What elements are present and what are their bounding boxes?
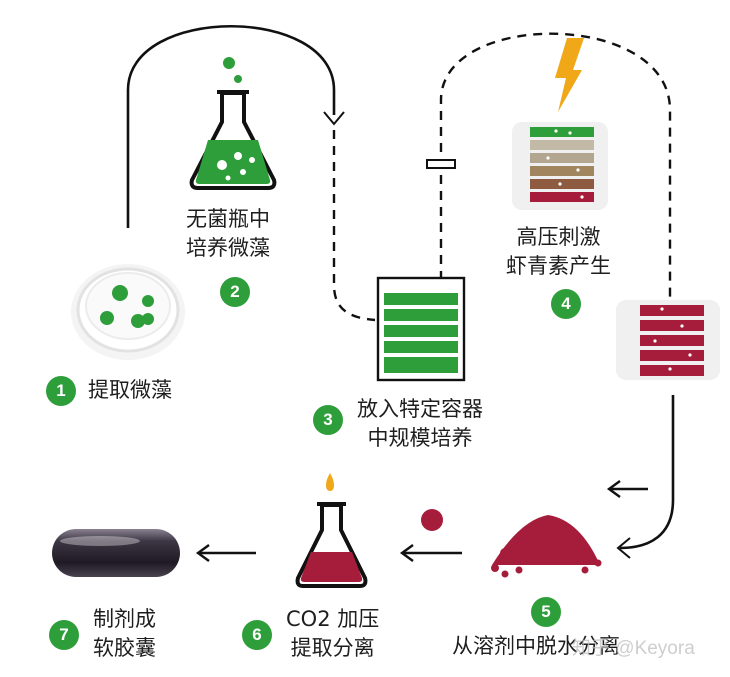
step-3-line2: 中规模培养 — [367, 426, 473, 450]
culture-container-icon — [376, 276, 466, 382]
step-7-badge: 7 — [49, 620, 79, 650]
arrow-left-icon — [606, 480, 648, 498]
watermark: 知乎 @Keyora — [572, 638, 695, 659]
connector-dashed-2 — [439, 32, 672, 300]
red-droplet-icon — [421, 509, 443, 531]
step-5-label: 从溶剂中脱水分离 — [452, 632, 620, 661]
arrow-left-icon — [399, 544, 462, 562]
step-2-badge: 2 — [220, 277, 250, 307]
arrow-left-icon — [195, 544, 256, 562]
flask-red-icon — [295, 473, 368, 588]
petri-dish-icon — [71, 264, 185, 360]
step-4-label: 高压刺激 虾青素产生 — [506, 223, 611, 281]
connector-arrow-3 — [616, 537, 631, 559]
step-7-line1: 制剂成 — [93, 607, 156, 631]
step-6-badge: 6 — [242, 620, 272, 650]
step-2-line1: 无菌瓶中 — [186, 207, 270, 231]
step-3-badge: 3 — [313, 405, 343, 435]
step-6-line1: CO2 加压 — [286, 607, 380, 631]
step-1-label: 提取微藻 — [88, 376, 172, 405]
step-3-label: 放入特定容器 中规模培养 — [357, 395, 483, 453]
step-6-label: CO2 加压 提取分离 — [286, 605, 379, 663]
red-stack-icon — [616, 300, 720, 380]
step-6-line2: 提取分离 — [290, 636, 375, 660]
lightning-icon — [555, 38, 584, 112]
step-7-line2: 软胶囊 — [93, 636, 156, 660]
connector-arrow-1 — [323, 111, 345, 126]
softgel-capsule-icon — [52, 529, 180, 577]
step-7-label: 制剂成 软胶囊 — [93, 605, 156, 663]
step-2-label: 无菌瓶中 培养微藻 — [186, 205, 270, 263]
step-4-badge: 4 — [551, 289, 581, 319]
step-4-line2: 虾青素产生 — [506, 254, 611, 278]
valve-icon — [426, 159, 456, 169]
connector-solid-3 — [619, 395, 675, 550]
step-2-line2: 培养微藻 — [186, 236, 270, 260]
step-5-badge: 5 — [531, 597, 561, 627]
connector-dashed-1 — [332, 130, 376, 322]
powder-pile-icon — [491, 515, 602, 578]
step-3-line1: 放入特定容器 — [357, 397, 483, 421]
step-5-line1: 从溶剂中脱水分离 — [452, 634, 620, 658]
flask-green-icon — [189, 57, 277, 190]
step-1-badge: 1 — [46, 376, 76, 406]
layered-stack-icon — [512, 122, 608, 210]
connector-solid-1 — [126, 24, 336, 228]
step-4-line1: 高压刺激 — [516, 225, 601, 249]
step-1-line1: 提取微藻 — [88, 378, 172, 402]
